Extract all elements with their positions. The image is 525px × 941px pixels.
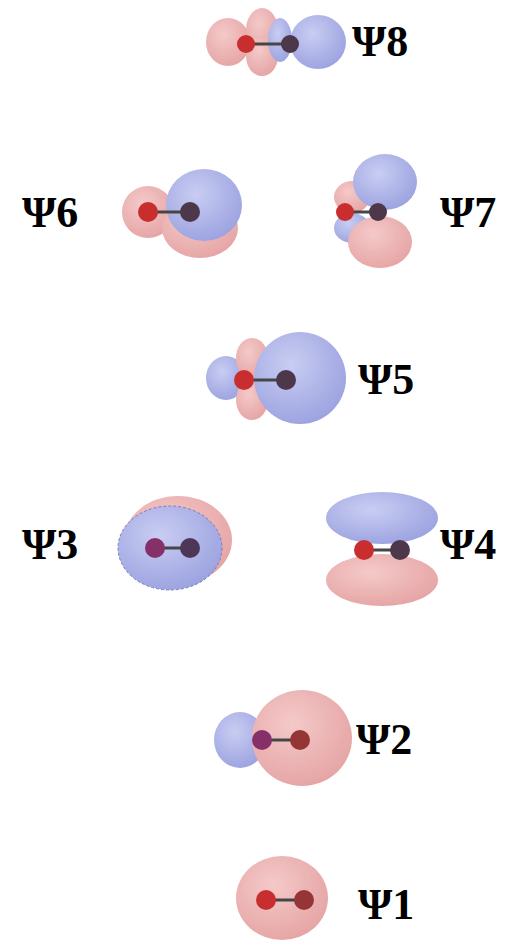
orbital-psi5 xyxy=(206,332,346,424)
orbital-label: Ψ5 xyxy=(358,358,414,402)
orbital-psi4 xyxy=(326,492,438,606)
orbital-label: Ψ7 xyxy=(440,191,496,235)
orbital-psi8 xyxy=(206,8,346,76)
orbital-label: Ψ2 xyxy=(356,718,412,762)
orbital-label: Ψ1 xyxy=(358,883,414,927)
orbital-label: Ψ4 xyxy=(440,523,496,567)
orbital-label: Ψ6 xyxy=(22,191,78,235)
orbital-psi6 xyxy=(122,169,242,258)
orbital-psi3 xyxy=(118,496,232,590)
orbital-label: Ψ3 xyxy=(22,523,78,567)
orbital-psi2 xyxy=(214,690,352,786)
orbital-label: Ψ8 xyxy=(352,20,408,64)
orbital-psi1 xyxy=(236,856,328,940)
orbital-psi7 xyxy=(334,154,417,268)
